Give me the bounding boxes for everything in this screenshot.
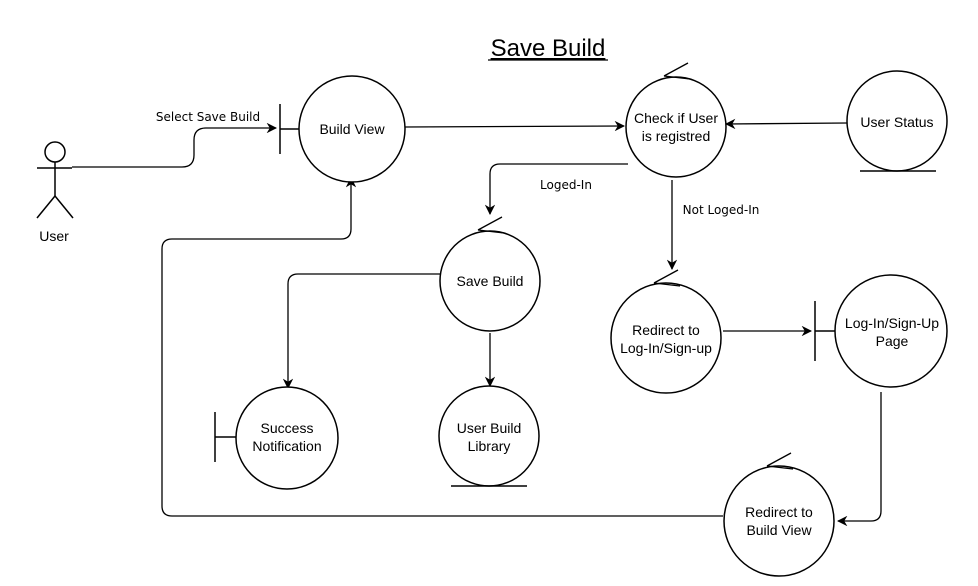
user-build-library-label-1: User Build	[457, 420, 522, 436]
entity-user-status	[846, 70, 948, 172]
user-build-library-label-2: Library	[468, 438, 511, 454]
boundary-build-view	[279, 75, 406, 183]
check-registered-label-1: Check if User	[634, 110, 718, 126]
redirect-build-view-label-1: Redirect to	[745, 504, 813, 520]
edge-user-to-buildview	[72, 122, 278, 168]
edge-redirect-buildview-to-buildview	[161, 176, 723, 517]
login-page-label-1: Log-In/Sign-Up	[845, 315, 939, 331]
edge-savebuild-to-success	[282, 273, 440, 390]
diagram-title: Save Build	[491, 35, 606, 62]
edge-loginpage-to-redirect-buildview	[836, 392, 882, 527]
redirect-login-label-2: Log-In/Sign-up	[620, 340, 712, 356]
check-registered-label-2: is registred	[642, 128, 710, 144]
redirect-build-view-label-2: Build View	[746, 522, 812, 538]
actor-user-label: User	[39, 228, 69, 244]
boundary-login-page	[814, 274, 948, 388]
control-save-build	[439, 216, 541, 332]
edge-label-loged-in: Loged-In	[540, 178, 592, 192]
edge-label-not-loged-in: Not Loged-In	[683, 203, 760, 217]
control-redirect-login	[610, 269, 722, 394]
entity-user-build-library	[438, 385, 540, 487]
boundary-success-notification	[214, 386, 339, 490]
control-redirect-build-view	[723, 452, 835, 577]
edge-buildview-to-check	[404, 120, 626, 132]
success-notification-label-1: Success	[261, 420, 314, 436]
success-notification-label-2: Notification	[252, 438, 321, 454]
edge-userstatus-to-check	[724, 118, 848, 130]
edge-label-select-save-build: Select Save Build	[156, 110, 260, 124]
login-page-label-2: Page	[876, 333, 909, 349]
save-build-label: Save Build	[457, 273, 524, 289]
redirect-login-label-1: Redirect to	[632, 322, 700, 338]
actor-user	[36, 141, 74, 219]
user-status-label: User Status	[860, 114, 933, 130]
edge-check-to-savebuild	[484, 163, 628, 216]
build-view-label: Build View	[319, 121, 385, 137]
control-check-registered	[625, 62, 727, 178]
